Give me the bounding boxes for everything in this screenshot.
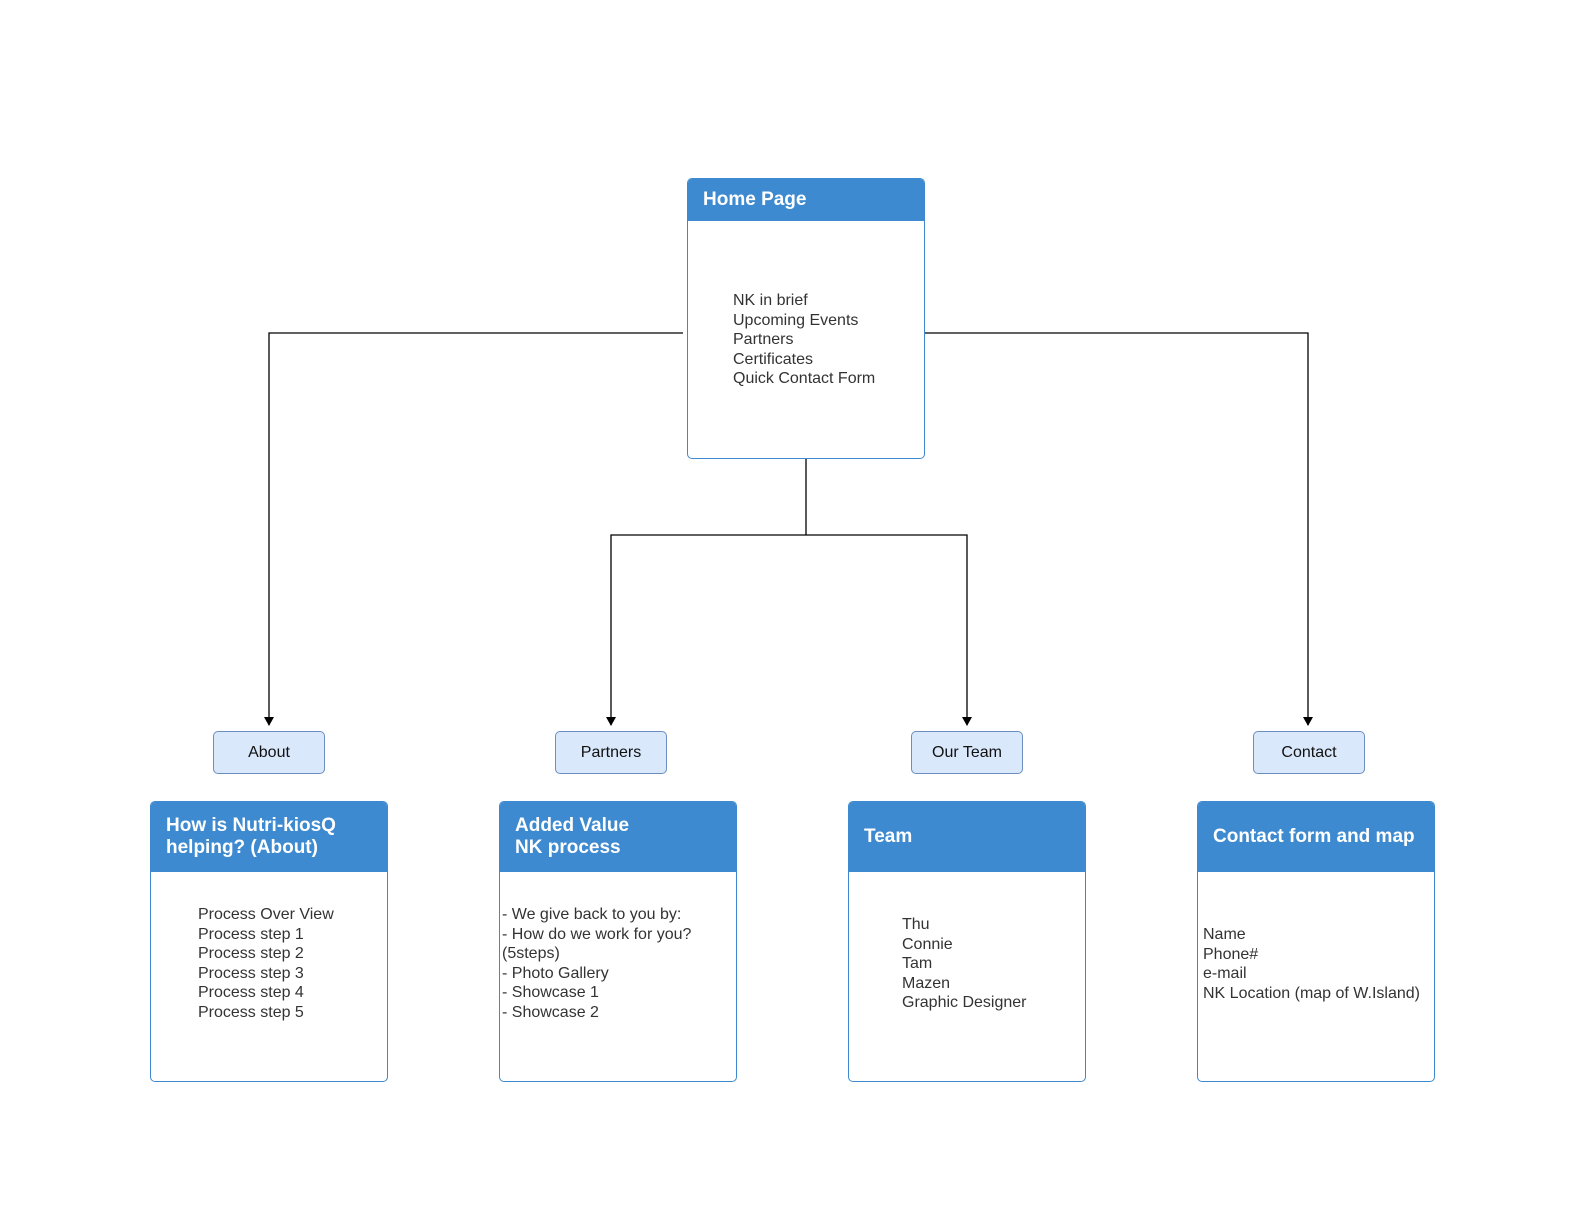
team-page-card: Team Thu Connie Tam Mazen Graphic Design…	[848, 801, 1086, 1082]
partners-button[interactable]: Partners	[555, 731, 667, 774]
about-page-card: How is Nutri-kiosQ helping? (About) Proc…	[150, 801, 388, 1082]
connector-home-contact	[920, 332, 1313, 726]
contact-button[interactable]: Contact	[1253, 731, 1365, 774]
connector-home-partners	[606, 534, 806, 726]
connector-home-about	[264, 332, 683, 726]
home-page-card: Home Page NK in brief Upcoming Events Pa…	[687, 178, 925, 459]
partners-page-card: Added Value NK process - We give back to…	[499, 801, 737, 1082]
contact-page-title: Contact form and map	[1198, 802, 1434, 872]
our-team-button[interactable]: Our Team	[911, 731, 1023, 774]
partners-page-title: Added Value NK process	[500, 802, 736, 872]
about-button[interactable]: About	[213, 731, 325, 774]
partners-page-items: - We give back to you by: - How do we wo…	[502, 906, 692, 1021]
connector-home-team	[806, 534, 972, 726]
contact-page-card: Contact form and map Name Phone# e-mail …	[1197, 801, 1435, 1082]
home-page-items: NK in brief Upcoming Events Partners Cer…	[733, 292, 876, 387]
team-page-title: Team	[849, 802, 1085, 872]
contact-page-items: Name Phone# e-mail NK Location (map of W…	[1203, 926, 1420, 1002]
about-page-title: How is Nutri-kiosQ helping? (About)	[151, 802, 387, 872]
about-page-items: Process Over View Process step 1 Process…	[198, 906, 334, 1021]
team-page-items: Thu Connie Tam Mazen Graphic Designer	[902, 916, 1027, 1011]
home-page-title: Home Page	[688, 179, 924, 221]
